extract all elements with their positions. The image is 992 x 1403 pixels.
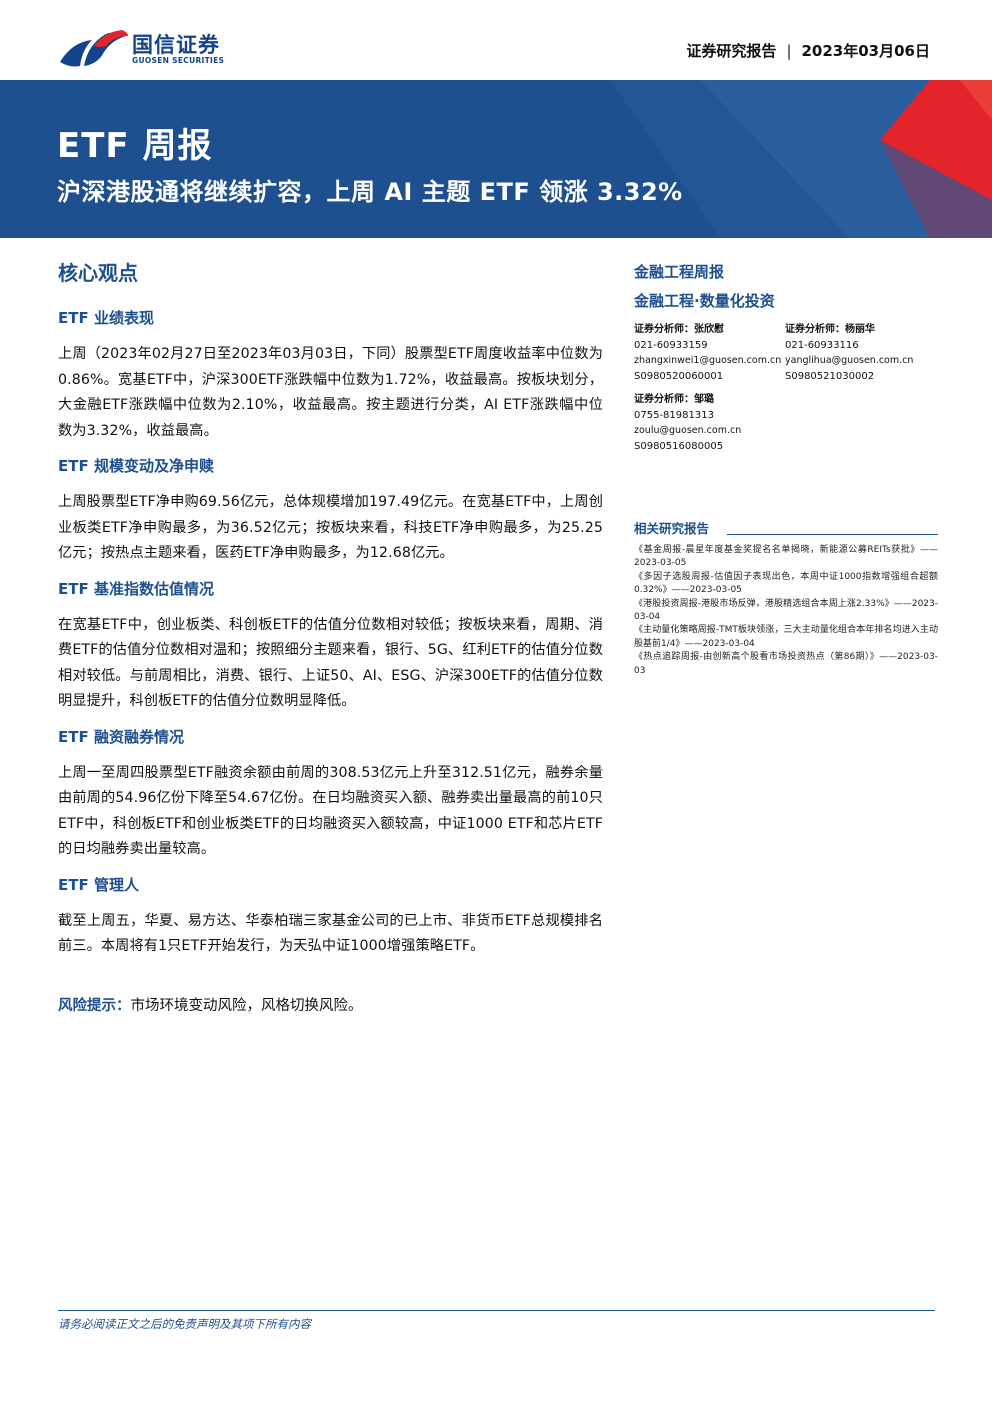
report-type: 证券研究报告 bbox=[686, 42, 777, 60]
analyst-name: 证券分析师：张欣慰 bbox=[634, 324, 724, 335]
related-report-item[interactable]: 《主动量化策略周报-TMT板块领涨，三大主动量化组合本年排名均进入主动股基前1/… bbox=[634, 625, 938, 649]
title-banner: ETF 周报 沪深港股通将继续扩容，上周 AI 主题 ETF 领涨 3.32% bbox=[0, 80, 992, 238]
section-heading-margin: ETF 融资融券情况 bbox=[58, 727, 184, 746]
analyst-license: S0980520060001 bbox=[634, 370, 724, 382]
related-report-item[interactable]: 《港股投资周报-港股市场反弹，港股精选组合本周上涨2.33%》——2023-03… bbox=[634, 598, 938, 623]
analyst-name: 证券分析师：邹璐 bbox=[634, 394, 714, 405]
analyst-card: 证券分析师：邹璐 0755-81981313 zoulu@guosen.com.… bbox=[634, 392, 741, 454]
section-heading-managers: ETF 管理人 bbox=[58, 875, 139, 894]
report-subtitle: 沪深港股通将继续扩容，上周 AI 主题 ETF 领涨 3.32% bbox=[57, 178, 683, 206]
analyst-card: 证券分析师：张欣慰 021-60933159 zhangxinwei1@guos… bbox=[634, 322, 781, 384]
section-body-valuation: 在宽基ETF中，创业板类、科创板ETF的估值分位数相对较低；按板块来看，周期、消… bbox=[58, 616, 603, 710]
analyst-license: S0980516080005 bbox=[634, 440, 724, 452]
analyst-phone: 021-60933159 bbox=[634, 339, 708, 351]
related-reports-list: 《基金周报-晨星年度基金奖提名名单揭晓，新能源公募REITs获批》——2023-… bbox=[634, 544, 938, 678]
analyst-phone: 021-60933116 bbox=[785, 339, 859, 351]
banner-decoration bbox=[0, 80, 992, 238]
report-date: 2023年03月06日 bbox=[801, 42, 931, 60]
core-views-title: 核心观点 bbox=[58, 261, 138, 285]
analyst-email[interactable]: yanglihua@guosen.com.cn bbox=[785, 355, 914, 366]
footer-divider bbox=[58, 1310, 935, 1311]
related-reports-title: 相关研究报告 bbox=[634, 520, 938, 538]
logo-text-en: GUOSEN SECURITIES bbox=[132, 56, 225, 65]
analyst-name: 证券分析师：杨丽华 bbox=[785, 324, 875, 335]
analyst-phone: 0755-81981313 bbox=[634, 409, 714, 421]
analyst-email[interactable]: zoulu@guosen.com.cn bbox=[634, 425, 742, 436]
section-body-flows: 上周股票型ETF净申购69.56亿元，总体规模增加197.49亿元。在宽基ETF… bbox=[58, 494, 603, 561]
risk-label: 风险提示： bbox=[58, 997, 131, 1014]
section-heading-performance: ETF 业绩表现 bbox=[58, 309, 154, 327]
logo-text-cn: 国信证券 bbox=[132, 33, 220, 57]
analyst-card: 证券分析师：杨丽华 021-60933116 yanglihua@guosen.… bbox=[785, 322, 913, 384]
report-meta: 证券研究报告 | 2023年03月06日 bbox=[686, 40, 930, 61]
section-heading-flows: ETF 规模变动及净申赎 bbox=[58, 457, 214, 475]
analyst-list: 证券分析师：张欣慰 021-60933159 zhangxinwei1@guos… bbox=[634, 322, 938, 492]
page-header: 国信证券 GUOSEN SECURITIES 证券研究报告 | 2023年03月06… bbox=[0, 0, 992, 80]
report-title: ETF 周报 bbox=[57, 126, 213, 166]
section-heading-valuation: ETF 基准指数估值情况 bbox=[58, 579, 214, 598]
risk-warning: 风险提示：市场环境变动风险，风格切换风险。 bbox=[58, 994, 603, 1018]
side-panel: 金融工程周报 金融工程·数量化投资 证券分析师：张欣慰 021-60933159… bbox=[634, 258, 938, 678]
related-reports-label: 相关研究报告 bbox=[634, 521, 710, 536]
report-category: 金融工程·数量化投资 bbox=[634, 292, 775, 310]
related-report-item[interactable]: 《多因子选股周报-估值因子表现出色，本周中证1000指数增强组合超额0.32%》… bbox=[634, 571, 938, 596]
related-reports-divider bbox=[727, 534, 938, 535]
related-report-item[interactable]: 《基金周报-晨星年度基金奖提名名单揭晓，新能源公募REITs获批》——2023-… bbox=[634, 545, 938, 569]
meta-separator: | bbox=[786, 42, 792, 60]
guosen-logo-icon bbox=[60, 30, 128, 67]
section-body-managers: 截至上周五，华夏、易方达、华泰柏瑞三家基金公司的已上市、非货币ETF总规模排名前… bbox=[58, 912, 603, 955]
section-body-margin: 上周一至周四股票型ETF融资余额由前周的308.53亿元上升至312.51亿元，… bbox=[58, 764, 603, 858]
related-report-item[interactable]: 《热点追踪周报-由创新高个股看市场投资热点（第86期）》——2023-03-03 bbox=[634, 652, 938, 676]
section-body-performance: 上周（2023年02月27日至2023年03月03日，下同）股票型ETF周度收益… bbox=[58, 346, 603, 439]
analyst-license: S0980521030002 bbox=[785, 370, 875, 382]
footer-disclaimer: 请务必阅读正文之后的免责声明及其项下所有内容 bbox=[58, 1317, 311, 1331]
guosen-logo: 国信证券 GUOSEN SECURITIES bbox=[58, 26, 238, 70]
analyst-email[interactable]: zhangxinwei1@guosen.com.cn bbox=[634, 355, 782, 366]
risk-text: 市场环境变动风险，风格切换风险。 bbox=[130, 997, 363, 1014]
report-series: 金融工程周报 bbox=[634, 263, 725, 281]
core-views: 核心观点 ETF 业绩表现 上周（2023年02月27日至2023年03月03日… bbox=[58, 258, 603, 1018]
